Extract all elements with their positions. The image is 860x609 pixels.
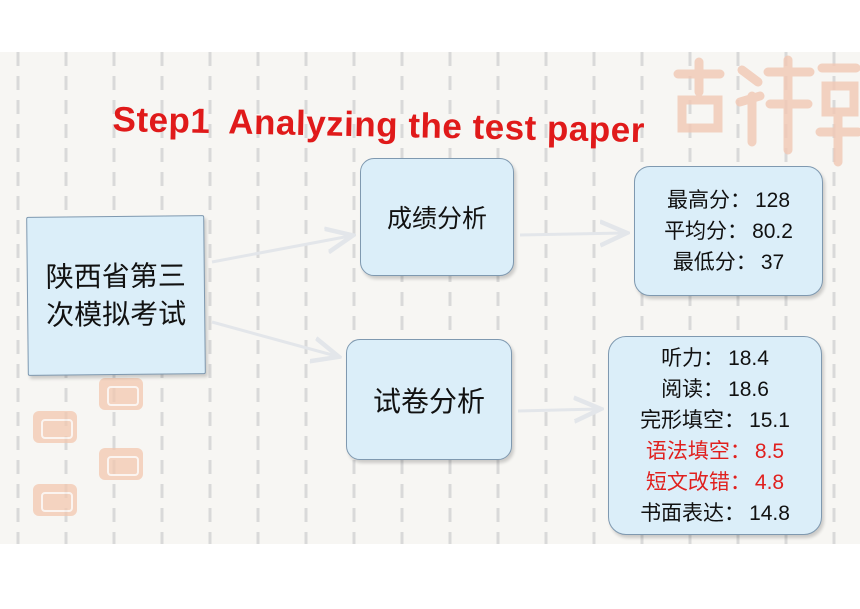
section-row: 听力：18.4 (661, 343, 769, 374)
exam-box: 陕西省第三 次模拟考试 (26, 215, 206, 376)
section-value: 18.6 (728, 377, 769, 401)
section-row: 阅读：18.6 (661, 374, 769, 405)
section-label: 阅读： (661, 376, 725, 401)
section-label: 完形填空： (640, 407, 746, 432)
watermark-logo (673, 55, 860, 167)
decorative-seal (99, 378, 143, 410)
section-label: 短文改错： (645, 469, 751, 494)
stat-row: 平均分：80.2 (664, 216, 793, 247)
exam-label-line1: 陕西省第三 (45, 258, 186, 294)
score-analysis-box: 成绩分析 (360, 158, 514, 276)
stat-value: 80.2 (752, 219, 793, 243)
connector-paper-sections (517, 409, 598, 411)
stat-row: 最低分：37 (673, 247, 784, 278)
score-analysis-label: 成绩分析 (386, 204, 487, 233)
background-stripes (16, 52, 836, 544)
section-label: 语法填空： (645, 438, 751, 463)
section-label: 书面表达： (640, 500, 746, 525)
decorative-seal (33, 484, 77, 516)
decorative-seal (99, 448, 143, 480)
section-label: 听力： (661, 345, 725, 370)
exam-label-line2: 次模拟考试 (46, 296, 187, 332)
decorative-seal (33, 411, 77, 443)
section-row: 完形填空：15.1 (640, 405, 790, 436)
connector-exam-score (211, 236, 350, 264)
connector-exam-paper (211, 320, 336, 356)
paper-analysis-box: 试卷分析 (346, 339, 512, 460)
stat-value: 37 (760, 250, 785, 274)
stat-label: 最高分： (666, 187, 751, 212)
exam-label: 陕西省第三 次模拟考试 (46, 257, 187, 334)
section-value: 14.8 (749, 501, 790, 525)
stat-label: 平均分： (664, 218, 749, 243)
section-row: 语法填空：8.5 (646, 436, 784, 467)
stat-value: 128 (754, 188, 791, 212)
stat-row: 最高分：128 (667, 185, 790, 216)
section-value: 18.4 (728, 346, 769, 370)
section-row: 短文改错：4.8 (646, 467, 784, 498)
paper-analysis-label: 试卷分析 (372, 384, 485, 418)
stat-label: 最低分： (672, 249, 757, 274)
connector-score-stats (519, 233, 624, 235)
title-step: Step1 (112, 100, 211, 142)
section-value: 4.8 (754, 470, 785, 494)
score-stats-box: 最高分：128 平均分：80.2 最低分：37 (634, 166, 823, 296)
section-row: 书面表达：14.8 (640, 498, 790, 529)
section-scores-box: 听力：18.4 阅读：18.6 完形填空：15.1 语法填空：8.5 短文改错：… (608, 336, 822, 535)
section-value: 8.5 (754, 439, 785, 463)
section-value: 15.1 (749, 408, 790, 432)
